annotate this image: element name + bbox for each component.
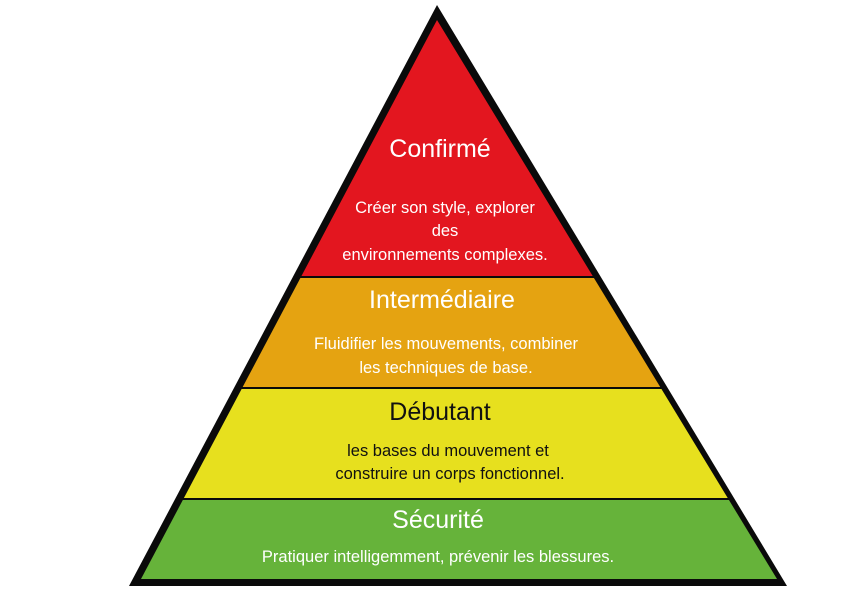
level-debutant-band [141,389,777,498]
level-description-line: Fluidifier les mouvements, combiner [314,335,579,353]
level-description-line: Créer son style, explorer [355,199,535,217]
level-securite: Sécurité Pratiquer intelligemment, préve… [262,506,614,566]
level-description-line: des [432,222,459,240]
level-securite-band [141,500,777,579]
level-description-line: les techniques de base. [359,359,532,377]
level-intermediaire: Intermédiaire Fluidifier les mouvements,… [314,286,579,377]
level-title: Intermédiaire [369,286,515,314]
level-title: Débutant [389,398,491,426]
level-description-line: Pratiquer intelligemment, prévenir les b… [262,548,614,566]
level-description-line: construire un corps fonctionnel. [335,465,564,483]
level-description-line: environnements complexes. [342,246,547,264]
level-title: Confirmé [389,135,490,163]
level-description-line: les bases du mouvement et [347,442,549,460]
level-confirme: Confirmé Créer son style, explorer des e… [342,135,547,264]
level-title: Sécurité [392,506,484,534]
level-debutant: Débutant les bases du mouvement et const… [335,398,564,483]
